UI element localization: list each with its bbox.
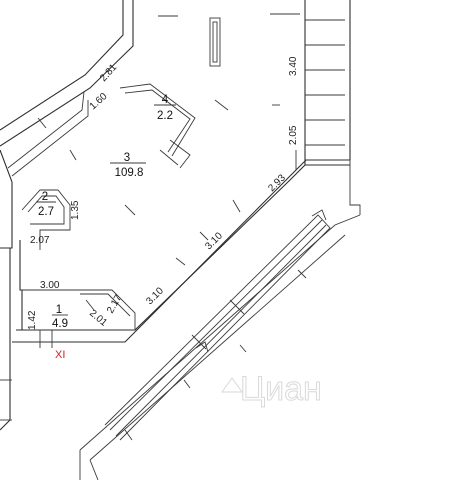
- room-3-area: 109.8: [115, 167, 144, 179]
- watermark-logo: Циан: [221, 370, 322, 409]
- dimension-label: 2.07: [30, 235, 50, 246]
- dimension-label: 1.42: [27, 310, 38, 330]
- room-1-area: 4.9: [52, 318, 68, 330]
- dimension-label: 2.93: [266, 172, 288, 194]
- room-4-area: 2.2: [157, 110, 173, 122]
- right-stubs: [295, 19, 345, 170]
- dimension-label: 1.35: [70, 200, 81, 220]
- dimension-label: 1.60: [88, 91, 110, 112]
- room-2-number: 2: [42, 191, 48, 203]
- dimension-label: 3.00: [40, 280, 60, 291]
- partition-walls: [7, 13, 300, 330]
- dimension-label: 3.10: [203, 230, 225, 252]
- watermark-text: Циан: [240, 370, 322, 408]
- dimension-label: 3.40: [288, 56, 299, 76]
- diagonal-gallery: [0, 160, 361, 480]
- dimension-label: 2.17: [105, 293, 124, 316]
- room-1-number: 1: [56, 304, 62, 316]
- room-4-number: 4: [162, 94, 169, 106]
- section-mark: XI: [55, 349, 65, 361]
- room-3-number: 3: [124, 152, 130, 164]
- door-ticks: [39, 330, 53, 348]
- dimension-label: 2.05: [288, 125, 299, 145]
- dimension-label: 2.81: [98, 62, 119, 84]
- room-2-area: 2.7: [38, 206, 54, 218]
